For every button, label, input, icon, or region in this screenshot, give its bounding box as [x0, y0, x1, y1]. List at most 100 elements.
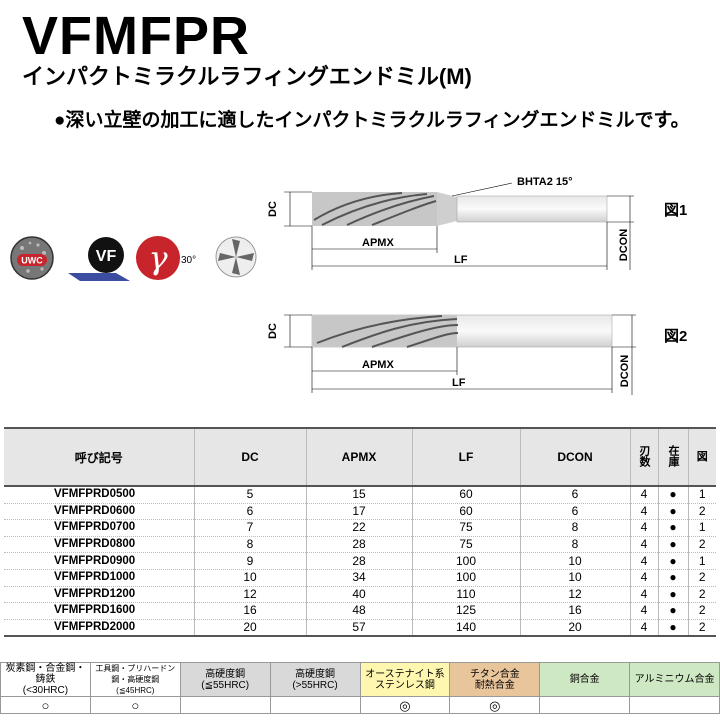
feature-icons: UWC VF γ 30°: [10, 236, 257, 281]
helix-angle-label: 30°: [181, 255, 196, 266]
cell-dcon: 12: [520, 586, 631, 604]
cell-lf: 60: [412, 503, 521, 521]
cell-dc: 9: [194, 552, 307, 570]
header-dcon: DCON: [520, 427, 631, 487]
material-hardness: 耐熱合金: [474, 679, 515, 691]
cell-flutes: 4: [630, 602, 659, 620]
header-flutes: 刃数: [630, 427, 659, 487]
fig1-dcon-label: DCON: [618, 229, 630, 261]
vf-coating-icon: VF: [68, 237, 130, 281]
cell-dcon: 10: [520, 569, 631, 587]
material-name: 炭素鋼・合金鋼・鋳鉄: [5, 663, 86, 685]
header-code: 呼び記号: [4, 427, 195, 487]
cell-fig: 2: [688, 619, 716, 638]
material-name: 高硬度鋼: [205, 668, 246, 680]
cell-dc: 5: [194, 486, 307, 504]
material-hardness: (>55HRC): [292, 679, 338, 691]
material-header: アルミニウム合金: [629, 662, 720, 697]
cell-dc: 8: [194, 536, 307, 554]
fig1-lf-label: LF: [454, 254, 468, 266]
cell-fig: 2: [688, 503, 716, 521]
cell-lf: 110: [412, 586, 521, 604]
cell-apmx: 40: [306, 586, 413, 604]
material-name: 工具鋼・プリハードン鋼・高硬度鋼: [95, 664, 176, 684]
cell-fig: 2: [688, 569, 716, 587]
cell-dc: 6: [194, 503, 307, 521]
figure-1-label: 図1: [664, 202, 688, 219]
fig2-apmx-label: APMX: [362, 359, 394, 371]
cell-flutes: 4: [630, 503, 659, 521]
svg-text:γ: γ: [148, 239, 168, 277]
cell-dc: 10: [194, 569, 307, 587]
material-hardness: (≦45HRC): [116, 686, 155, 695]
vf-label: VF: [96, 248, 117, 265]
cell-stock: ●: [658, 602, 689, 620]
cell-flutes: 4: [630, 619, 659, 638]
material-header: 工具鋼・プリハードン鋼・高硬度鋼 (≦45HRC): [89, 662, 181, 697]
cell-apmx: 15: [306, 486, 413, 504]
material-header: 高硬度鋼(>55HRC): [269, 662, 361, 697]
header-lf: LF: [412, 427, 521, 487]
cell-stock: ●: [658, 519, 689, 537]
fig2-dc-label: DC: [267, 323, 279, 339]
cell-flutes: 4: [630, 552, 659, 570]
cell-apmx: 22: [306, 519, 413, 537]
material-name: 高硬度鋼: [295, 668, 336, 680]
page-title: VFMFPR: [22, 6, 250, 66]
cell-stock: ●: [658, 586, 689, 604]
cell-flutes: 4: [630, 536, 659, 554]
cell-code: VFMFPRD0800: [4, 536, 195, 554]
header-stock: 在庫: [658, 427, 689, 487]
material-mark: ◎: [449, 696, 541, 714]
material-mark: [179, 696, 271, 714]
cell-stock: ●: [658, 536, 689, 554]
page-subtitle: インパクトミラクルラフィングエンドミル(M): [22, 64, 472, 89]
material-mark: [269, 696, 361, 714]
cell-dcon: 16: [520, 602, 631, 620]
material-hardness: (<30HRC): [22, 685, 69, 696]
material-mark: ○: [89, 696, 181, 714]
figure-2: DC APMX LF DCON: [267, 314, 636, 395]
cell-apmx: 48: [306, 602, 413, 620]
cell-stock: ●: [658, 486, 689, 504]
cell-dcon: 10: [520, 552, 631, 570]
cell-stock: ●: [658, 503, 689, 521]
header-dc: DC: [194, 427, 307, 487]
fig1-dc-label: DC: [267, 201, 279, 217]
material-header: 炭素鋼・合金鋼・鋳鉄(<30HRC): [0, 662, 91, 697]
material-header: オーステナイト系ステンレス鋼: [359, 662, 451, 697]
material-hardness: (≦55HRC): [201, 679, 250, 691]
material-name: アルミニウム合金: [634, 674, 715, 685]
cell-code: VFMFPRD0900: [4, 552, 195, 570]
figure-2-label: 図2: [664, 328, 688, 345]
material-suitability-table: 炭素鋼・合金鋼・鋳鉄(<30HRC)工具鋼・プリハードン鋼・高硬度鋼(≦45HR…: [0, 662, 720, 714]
cell-flutes: 4: [630, 486, 659, 504]
cell-fig: 2: [688, 602, 716, 620]
spec-table: 呼び記号 DC APMX LF DCON 刃数 在庫 図 VFMFPRD0500…: [4, 427, 716, 638]
cell-lf: 125: [412, 602, 521, 620]
cell-dc: 7: [194, 519, 307, 537]
cell-dcon: 20: [520, 619, 631, 638]
material-header: 銅合金: [539, 662, 631, 697]
material-hardness: ステンレス鋼: [374, 679, 435, 691]
material-header: 高硬度鋼(≦55HRC): [179, 662, 271, 697]
material-mark: ◎: [359, 696, 451, 714]
cell-code: VFMFPRD0500: [4, 486, 195, 504]
cell-lf: 75: [412, 536, 521, 554]
cell-fig: 1: [688, 519, 716, 537]
cell-fig: 1: [688, 486, 716, 504]
cell-dc: 16: [194, 602, 307, 620]
cell-lf: 100: [412, 552, 521, 570]
material-mark: [629, 696, 720, 714]
fig1-chamfer-label: BHTA2 15°: [517, 176, 573, 188]
cell-flutes: 4: [630, 519, 659, 537]
figure-1: DC APMX LF DCON BHTA2 15°: [267, 176, 634, 270]
cell-lf: 75: [412, 519, 521, 537]
four-flute-cross-section-icon: [215, 236, 257, 278]
uwc-coating-icon: UWC: [10, 236, 54, 280]
